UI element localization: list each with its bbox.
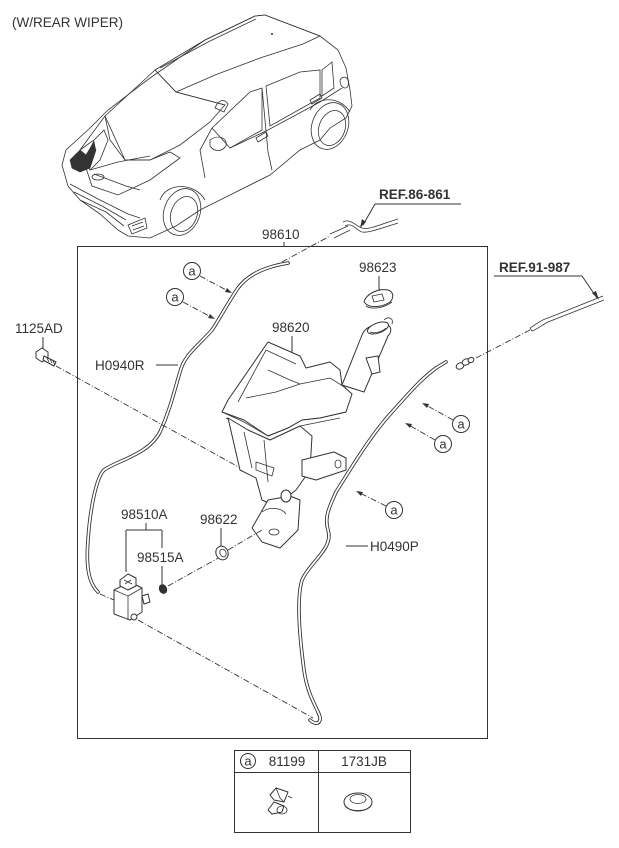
grommet-98622[interactable] bbox=[214, 544, 231, 562]
front-washer-hose-ref bbox=[342, 218, 399, 229]
hose-connection-line bbox=[281, 235, 331, 263]
ref-86-861-arrowhead bbox=[360, 219, 366, 228]
cap-98623[interactable] bbox=[363, 289, 394, 309]
car-illustration bbox=[61, 14, 353, 239]
hose-h0940r[interactable] bbox=[85, 261, 290, 594]
bolt-1125ad[interactable] bbox=[35, 347, 57, 367]
svg-text:a: a bbox=[390, 503, 398, 518]
part-label-98510a[interactable]: 98510A bbox=[121, 507, 168, 522]
hose-h0490p[interactable] bbox=[297, 360, 448, 725]
hose-clip-icon bbox=[267, 787, 293, 815]
washer-reservoir-98620[interactable] bbox=[221, 317, 393, 549]
part-label-98620[interactable]: 98620 bbox=[272, 320, 310, 335]
part-label-98610[interactable]: 98610 bbox=[262, 227, 300, 242]
grommet-plug-icon bbox=[343, 792, 373, 812]
svg-text:a: a bbox=[188, 264, 196, 279]
rear-washer-hose-ref bbox=[529, 295, 604, 329]
svg-text:a: a bbox=[244, 754, 252, 769]
svg-text:a: a bbox=[171, 290, 179, 305]
ref-91-987-label[interactable]: REF.91-987 bbox=[499, 260, 570, 275]
part-label-98515a[interactable]: 98515A bbox=[137, 550, 184, 565]
pump-outlet-line bbox=[137, 619, 314, 719]
callout-a-2[interactable]: a bbox=[166, 288, 184, 306]
svg-text:a: a bbox=[439, 437, 447, 452]
washer-pump-98510a[interactable] bbox=[113, 573, 151, 621]
diagram-title: (W/REAR WIPER) bbox=[12, 15, 123, 30]
legend-table: a 81199 1731JB bbox=[234, 750, 411, 833]
part-label-98622[interactable]: 98622 bbox=[200, 512, 238, 527]
svg-text:a: a bbox=[457, 417, 465, 432]
part-label-h0940r[interactable]: H0940R bbox=[95, 358, 145, 373]
legend-part-1731jb: 1731JB bbox=[341, 754, 387, 769]
ref-91-987-arrowhead bbox=[592, 291, 599, 300]
ref-86-861-label[interactable]: REF.86-861 bbox=[379, 187, 451, 202]
seal-98515a[interactable] bbox=[158, 583, 168, 594]
hose-connector bbox=[455, 356, 475, 370]
legend-part-81199: 81199 bbox=[269, 754, 306, 769]
part-label-1125ad[interactable]: 1125AD bbox=[15, 321, 63, 336]
assembly-frame bbox=[77, 246, 488, 739]
legend-cell-81199: a 81199 bbox=[240, 753, 306, 815]
callout-a-1[interactable]: a bbox=[183, 262, 201, 280]
callout-a-3[interactable]: a bbox=[452, 415, 470, 433]
callout-a-5[interactable]: a bbox=[385, 501, 403, 519]
part-label-h0490p[interactable]: H0490P bbox=[370, 539, 419, 554]
part-label-98623[interactable]: 98623 bbox=[359, 260, 397, 275]
callout-a-4[interactable]: a bbox=[434, 435, 452, 453]
legend-cell-1731jb: 1731JB bbox=[341, 754, 387, 812]
